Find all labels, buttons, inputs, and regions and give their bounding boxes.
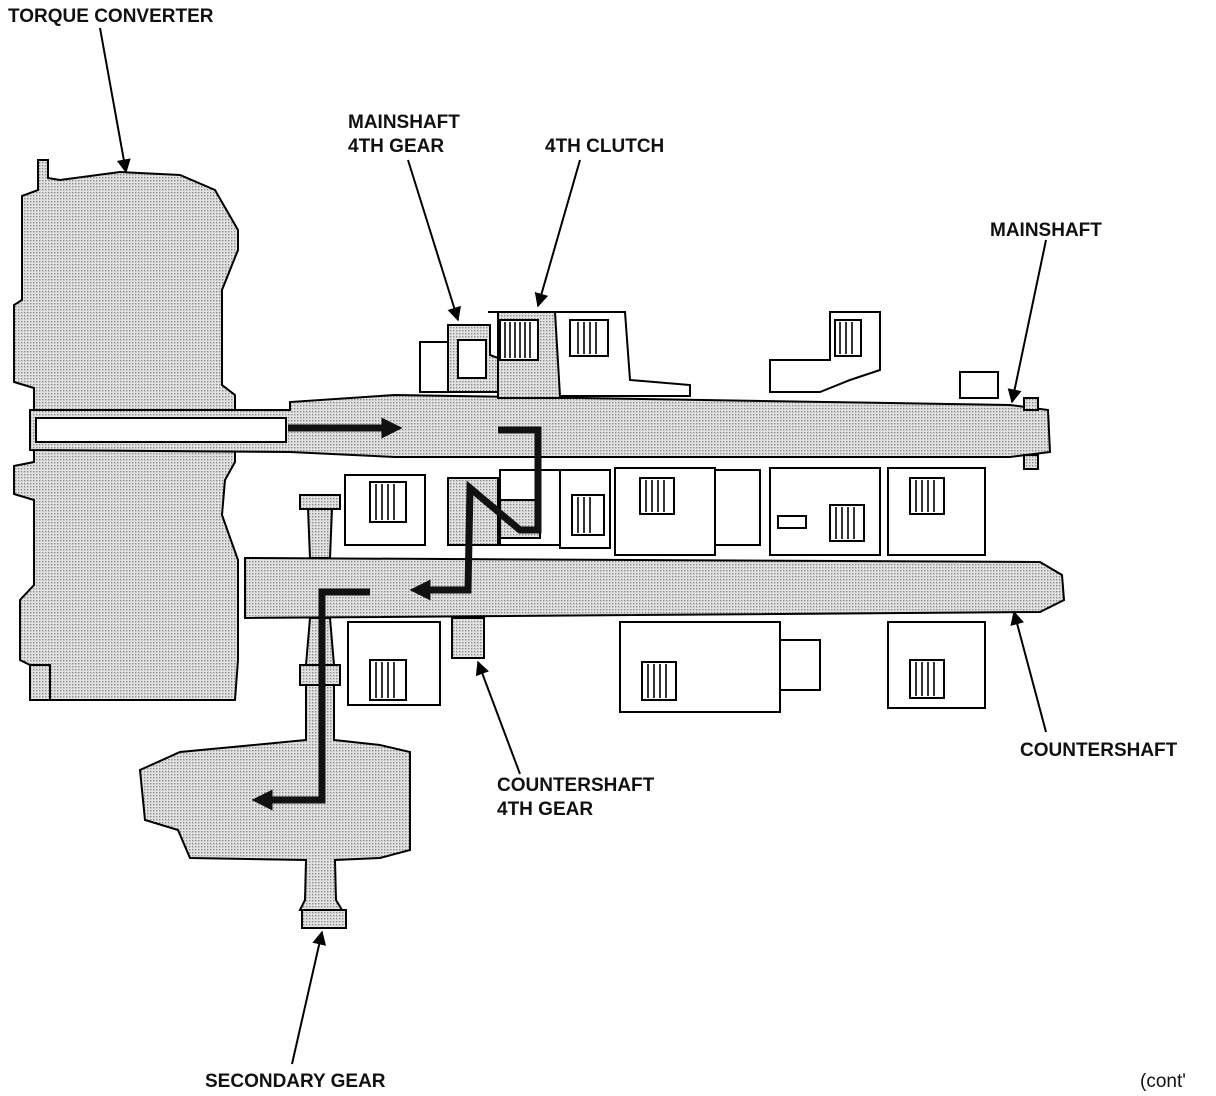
leader-mainshaft	[1007, 239, 1047, 404]
mainshaft-4th-gear	[419, 324, 499, 393]
leader-secondary-gear	[291, 930, 327, 1065]
label-mainshaft-4th-gear-line1: MAINSHAFT	[348, 112, 460, 133]
label-countershaft: COUNTERSHAFT	[1020, 740, 1178, 761]
label-mainshaft-4th-gear-line2: 4TH GEAR	[348, 136, 444, 157]
leader-countershaft	[1010, 610, 1047, 733]
part-labels: TORQUE CONVERTER MAINSHAFT 4TH GEAR 4TH …	[8, 6, 1186, 1092]
label-countershaft-4th-gear-line1: COUNTERSHAFT	[497, 775, 655, 796]
label-secondary-gear: SECONDARY GEAR	[205, 1071, 386, 1092]
label-countershaft-4th-gear-line2: 4TH GEAR	[497, 799, 593, 820]
leader-mainshaft-4th-gear	[407, 159, 461, 322]
leader-torque-converter	[99, 27, 131, 174]
4th-clutch-discs	[504, 322, 531, 358]
mainshaft-clutch-housings	[553, 311, 999, 399]
label-4th-clutch: 4TH CLUTCH	[545, 136, 664, 157]
countershaft-lower-housings	[347, 621, 986, 713]
power-flow-path	[251, 417, 542, 811]
label-mainshaft: MAINSHAFT	[990, 220, 1102, 241]
countershaft-upper-housings	[344, 467, 986, 556]
leader-lines	[99, 27, 1047, 1065]
label-torque-converter: TORQUE CONVERTER	[8, 6, 214, 27]
label-continued: (cont'	[1140, 1071, 1186, 1092]
leader-countershaft-4th-gear	[475, 660, 521, 775]
countershaft-assembly	[244, 556, 1066, 620]
countershaft-4th-gear	[451, 617, 485, 659]
leader-4th-clutch	[534, 159, 581, 308]
4th-clutch	[488, 311, 571, 399]
mainshaft-assembly	[29, 393, 1052, 470]
